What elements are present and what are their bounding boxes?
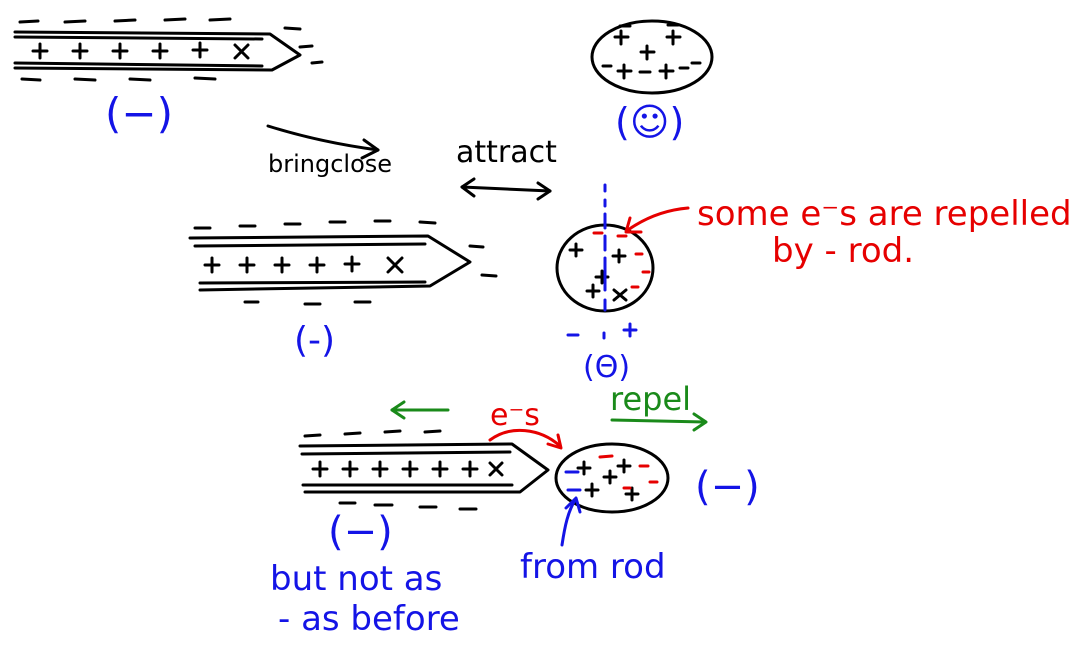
sphere-top-charge-label: (☺) — [615, 100, 684, 144]
rod-middle-positive-charges — [203, 255, 404, 274]
rod-top-surface-charges — [18, 17, 324, 82]
green-left-arrow — [390, 400, 450, 420]
rod-top-charge-label: (−) — [105, 89, 173, 138]
repelled-note-line1: some e⁻s are repelled — [697, 194, 1072, 234]
bring-closer-label: bringclose — [268, 150, 392, 178]
rod-middle — [188, 234, 472, 292]
rod-top-positive-charges — [31, 41, 250, 60]
sphere-middle-divider — [566, 183, 638, 340]
from-rod-arrow — [560, 496, 582, 547]
but-not-line1: but not as — [270, 559, 442, 599]
rod-middle-surface-charges — [193, 219, 498, 306]
sphere-middle-charge-label: (Θ) — [583, 350, 630, 385]
sphere-bottom — [554, 442, 670, 514]
rod-bottom-positive-charges — [311, 460, 504, 478]
but-not-line2: - as before — [278, 599, 460, 639]
rod-bottom-surface-charges — [303, 429, 478, 511]
attract-label: attract — [456, 135, 557, 170]
sphere-bottom-blue-charges — [564, 470, 582, 492]
electron-transfer-arrow — [488, 428, 563, 450]
rod-middle-charge-label: (-) — [294, 320, 335, 361]
repelled-note-line2: by - rod. — [772, 231, 914, 271]
electrons-label: e⁻s — [490, 398, 540, 433]
sphere-bottom-red-charges — [598, 454, 659, 490]
repel-label: repel — [610, 380, 691, 418]
sphere-bottom-charge-label: (−) — [695, 464, 760, 510]
attract-double-arrow — [460, 177, 552, 201]
repelled-note-arrow — [624, 206, 690, 234]
repel-arrow — [610, 412, 708, 432]
from-rod-label: from rod — [520, 547, 666, 587]
rod-bottom — [298, 442, 550, 494]
sphere-middle-polarized-charges — [592, 231, 651, 289]
rod-bottom-charge-label: (−) — [328, 509, 393, 555]
rod-top — [13, 30, 302, 72]
sphere-top — [590, 19, 714, 95]
bring-closer-arrow — [266, 124, 380, 160]
